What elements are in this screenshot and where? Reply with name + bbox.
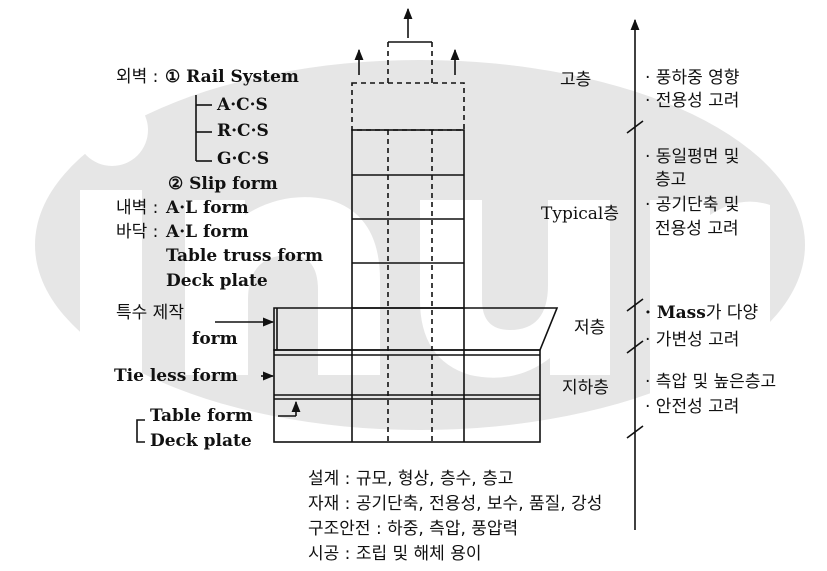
outer-wall-label: 외벽 : — [116, 67, 159, 87]
note-basement-1: · 측압 및 높은층고 — [645, 372, 777, 392]
note-low-1-rest: 가 다양 — [705, 303, 759, 323]
inner-wall-value: A·L form — [166, 198, 249, 218]
zone-basement: 지하층 — [562, 378, 609, 398]
basement-box — [273, 349, 541, 443]
table-truss-label: Table truss form — [166, 246, 323, 266]
zone-high-rise: 고층 — [560, 70, 592, 90]
deck-plate-label-1: Deck plate — [166, 271, 268, 291]
zone-typical: Typical층 — [541, 204, 619, 224]
rail-system-label: ① Rail System — [165, 67, 299, 87]
note-basement-2: · 안전성 고려 — [645, 397, 740, 417]
rcs-label: R·C·S — [217, 121, 269, 141]
inner-wall-label: 내벽 : — [116, 198, 159, 218]
table-form-label: Table form — [150, 406, 253, 426]
tie-less-form-label: Tie less form — [114, 366, 238, 386]
note-typical-1: · 동일평면 및 — [645, 147, 740, 167]
note-low-1: · Mass가 다양 — [645, 303, 758, 323]
bottom-note-construction: 시공 : 조립 및 해체 용이 — [308, 544, 482, 564]
note-typical-4: 전용성 고려 — [655, 219, 739, 239]
note-low-2: · 가변성 고려 — [645, 330, 740, 350]
floor-value: A·L form — [166, 222, 249, 242]
low-rise-podium — [273, 307, 559, 351]
gcs-label: G·C·S — [217, 149, 270, 169]
deck-plate-label-2: Deck plate — [150, 431, 252, 451]
note-high-1: · 풍하중 영향 — [645, 68, 740, 88]
floor-label: 바닥 : — [116, 222, 159, 242]
bottom-note-material: 자재 : 공기단축, 전용성, 보수, 품질, 강성 — [308, 494, 603, 514]
note-low-1-bold: · Mass — [645, 303, 706, 323]
special-form-label: 특수 제작 — [116, 303, 184, 323]
zone-low-rise: 저층 — [574, 318, 606, 338]
slip-form-label: ② Slip form — [168, 174, 278, 194]
note-typical-2: 층고 — [655, 170, 687, 190]
note-high-2: · 전용성 고려 — [645, 91, 740, 111]
note-typical-3: · 공기단축 및 — [645, 195, 740, 215]
bottom-note-design: 설계 : 규모, 형상, 층수, 층고 — [308, 469, 514, 489]
special-form-word: form — [192, 329, 238, 349]
acs-label: A·C·S — [217, 95, 268, 115]
high-rise-dashed-outline — [351, 82, 465, 131]
bottom-note-structure: 구조안전 : 하중, 측압, 풍압력 — [308, 519, 519, 539]
